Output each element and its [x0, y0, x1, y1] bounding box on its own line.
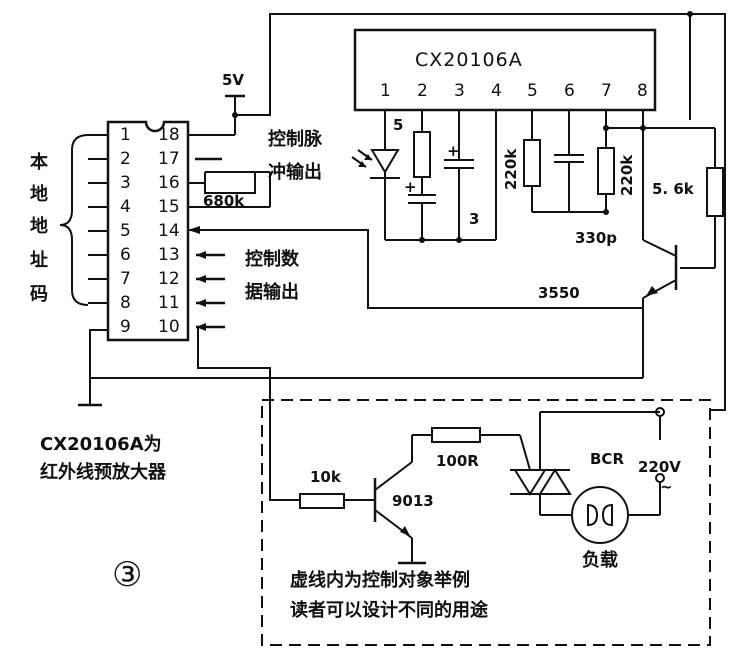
label-100r: 100R	[436, 452, 479, 470]
enc-pin-4: 4	[120, 197, 131, 217]
enc-pin-15: 15	[158, 197, 180, 217]
label-load: 负载	[582, 549, 618, 571]
ic-pin-5: 5	[527, 81, 538, 101]
enc-pin-10: 10	[158, 317, 180, 337]
label-3550: 3550	[538, 284, 580, 302]
enc-pin-9: 9	[120, 317, 131, 337]
address-lines: 本 地 地 址 码	[30, 134, 108, 306]
enc-pin-18: 18	[158, 125, 180, 145]
label-220v: 220V	[638, 458, 681, 476]
label-680k: 680k	[203, 192, 245, 210]
label-ac-symbol: ~	[660, 478, 673, 496]
label-pulse-out-1: 控制脉	[268, 128, 323, 150]
enc-pin-7: 7	[120, 269, 131, 289]
driver-section: 10k 9013 100R BCR 220V ~	[299, 407, 681, 571]
encoder-body	[106, 120, 190, 342]
label-data-out-2: 据输出	[245, 281, 299, 303]
ic-pin-6: 6	[564, 81, 575, 101]
label-bcr: BCR	[590, 450, 624, 468]
enc-pin-12: 12	[158, 269, 180, 289]
address-char-3: 地	[30, 215, 48, 237]
pin3-capacitor: + 3	[444, 142, 479, 240]
transistor-3550: 3550	[538, 128, 678, 378]
address-char-2: 地	[30, 183, 48, 205]
label-10k: 10k	[310, 468, 342, 486]
label-330p: 330p	[575, 229, 617, 247]
load-socket: 负载	[571, 486, 629, 571]
address-char-1: 本	[30, 151, 48, 173]
label-220k-a: 220k	[502, 148, 520, 190]
resistor-100r	[431, 427, 481, 443]
label-220k-b: 220k	[618, 154, 636, 196]
enc-pin-2: 2	[120, 149, 131, 169]
resistor-220k-b: 220k	[597, 125, 643, 215]
ir-photodiode: 5	[351, 116, 403, 240]
resistor-10k	[299, 493, 345, 509]
label-5-6k: 5. 6k	[652, 180, 695, 198]
encoder-chip: 1 2 3 4 5 6 7 8 9 18 17 16 15 14 13 12 1…	[106, 120, 190, 342]
enc-pin-8: 8	[120, 293, 131, 313]
ic-pin-2: 2	[417, 81, 428, 101]
note-dashed-line-2: 读者可以设计不同的用途	[290, 599, 489, 621]
cx20106a-title: CX20106A	[415, 49, 523, 71]
data-signal-wire	[188, 226, 643, 309]
chip-ground-rail	[385, 237, 496, 243]
pin2-rc-network: +	[404, 131, 436, 240]
ground-return-wire	[78, 329, 643, 407]
cx20106a-chip: CX20106A 1 2 3 4 5 6 7 8	[353, 28, 657, 112]
pin10-to-driver-wire	[197, 327, 300, 501]
enc-pin-6: 6	[120, 245, 131, 265]
triac-bcr: BCR	[510, 412, 624, 515]
capacitor-330p: 330p	[554, 154, 617, 247]
note-cx-line-1: CX20106A为	[40, 433, 162, 455]
label-num-3: 3	[469, 210, 479, 228]
ic-pin-8: 8	[637, 81, 648, 101]
label-data-out-1: 控制数	[245, 248, 300, 270]
cx20106a-body	[353, 28, 657, 112]
label-num-5: 5	[393, 116, 403, 134]
top-supply-rail	[235, 11, 726, 411]
note-dashed-line-1: 虚线内为控制对象举例	[290, 569, 470, 591]
label-9013: 9013	[392, 492, 434, 510]
controlled-object-box	[261, 399, 711, 646]
enc-pin-14: 14	[158, 221, 180, 241]
enc-pin-11: 11	[158, 293, 180, 313]
address-char-4: 址	[30, 250, 48, 271]
enc-pin-3: 3	[120, 173, 131, 193]
enc-pin-5: 5	[120, 221, 131, 241]
svg-text:+: +	[447, 142, 460, 160]
address-char-5: 码	[30, 284, 48, 305]
label-5v: 5V	[222, 71, 244, 89]
enc-pin-16: 16	[158, 173, 180, 193]
ic-pin-4: 4	[491, 81, 502, 101]
figure-number: ③	[112, 555, 142, 595]
enc-pin-1: 1	[120, 125, 131, 145]
resistor-220k-a: 220k	[502, 139, 606, 213]
ic-pin-7: 7	[601, 81, 612, 101]
ic-pin-1: 1	[380, 81, 391, 101]
enc-pin-13: 13	[158, 245, 180, 265]
transistor-9013: 9013	[373, 461, 434, 539]
resistor-5-6k: 5. 6k	[640, 125, 724, 269]
note-cx-line-2: 红外线预放大器	[40, 461, 167, 483]
encoder-right-outputs: 5V 680k 控制脉 冲输出 控制数 据输出	[188, 71, 323, 331]
enc-pin-17: 17	[158, 149, 180, 169]
svg-text:+: +	[404, 178, 417, 196]
ic-pin-3: 3	[454, 81, 465, 101]
label-pulse-out-2: 冲输出	[268, 161, 322, 183]
